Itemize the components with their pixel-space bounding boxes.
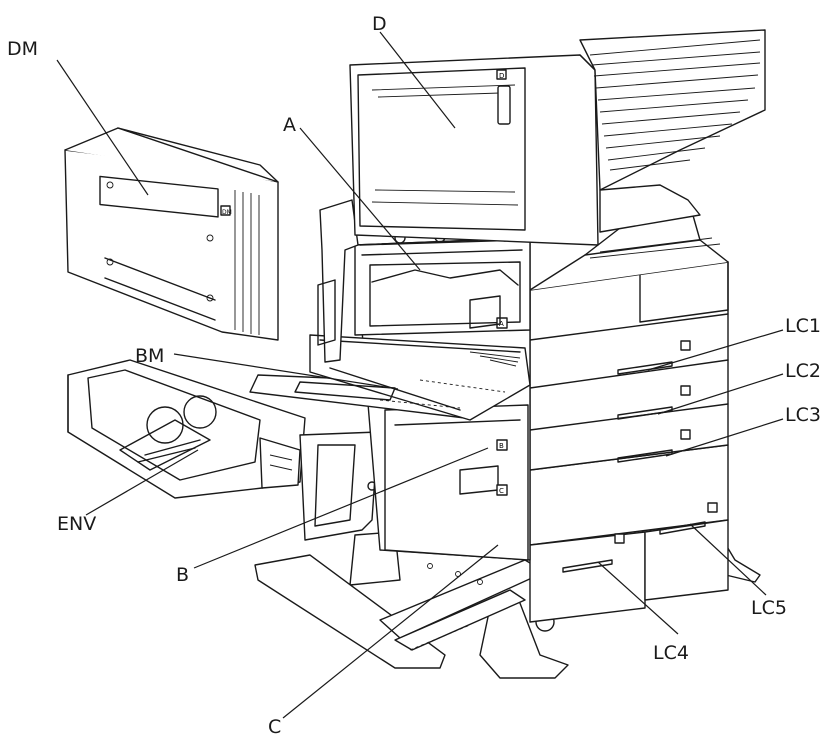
dm-cover-mark: DM (222, 209, 232, 216)
bm-leader (173, 353, 399, 390)
label-lc5: LC5 (751, 597, 787, 619)
d-leader (379, 31, 456, 129)
lc5-leader (689, 523, 767, 596)
label-d: D (372, 13, 387, 35)
label-c: C (268, 716, 281, 738)
c-cover-mark: C (499, 487, 504, 495)
leader-lines (56, 31, 784, 719)
a-leader (299, 127, 421, 271)
label-lc1: LC1 (785, 315, 821, 337)
lower-cassettes (529, 444, 729, 623)
output-trays (579, 29, 766, 233)
label-lc2: LC2 (785, 360, 821, 382)
env-leader (85, 449, 199, 516)
label-lc4: LC4 (653, 642, 689, 664)
envelope-feeder (67, 359, 306, 499)
label-dm: DM (7, 38, 38, 60)
label-env: ENV (57, 513, 96, 535)
dm-leader (56, 59, 149, 196)
lc2-leader (657, 373, 784, 415)
callout-labels: DM D A BM ENV B C LC1 LC2 LC3 LC4 LC5 (7, 13, 821, 738)
b-leader (193, 447, 489, 569)
label-b: B (176, 564, 189, 586)
label-a: A (283, 114, 296, 136)
duplex-module: DM (64, 127, 279, 341)
label-bm: BM (135, 345, 164, 367)
c-leader (282, 544, 499, 719)
top-cover-d: D (349, 54, 599, 246)
b-cover-mark: B (499, 442, 504, 450)
lc3-leader (665, 418, 784, 457)
a-cover-mark: A (499, 320, 504, 328)
lc4-leader (597, 561, 679, 635)
d-cover-mark: D (499, 72, 504, 80)
lc1-leader (647, 329, 784, 371)
label-lc3: LC3 (785, 404, 821, 426)
